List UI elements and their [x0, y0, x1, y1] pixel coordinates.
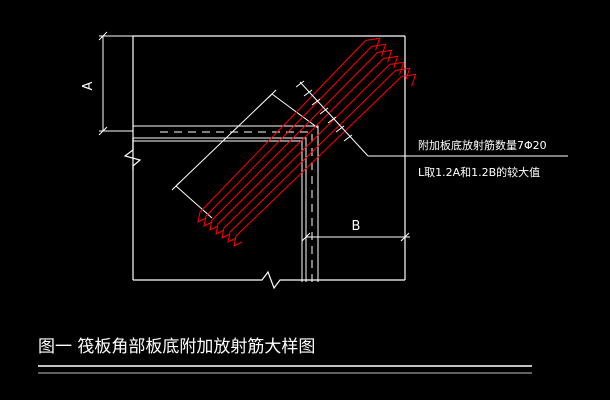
radial-rebar: [199, 40, 366, 213]
rebar-hook-bottom: [227, 231, 237, 243]
rebar-hook-bottom: [221, 227, 231, 239]
radial-rebar: [205, 46, 372, 217]
radial-rebar: [229, 70, 396, 233]
rebar-crossing-ticks: [295, 80, 353, 142]
rebar-hook-bottom: [197, 211, 207, 223]
rebar-crossing-tick: [311, 98, 321, 106]
dim-l-ext-2: [271, 93, 319, 129]
dim-l-tick-2: [267, 89, 277, 99]
radial-rebar: [217, 58, 384, 225]
dimension-b-label: B: [352, 219, 361, 234]
break-mark-left: [123, 126, 142, 170]
slab-edge-bottom: [133, 270, 405, 290]
rebar-crossing-tick: [303, 89, 313, 97]
note-line-2: L取1.2A和1.2B的较大值: [418, 165, 540, 179]
dim-b-tick-right: [400, 232, 410, 242]
rebar-hook-top: [371, 43, 387, 57]
dim-l-line: [175, 93, 273, 187]
dimension-a: [98, 31, 133, 136]
rebar-crossing-tick: [335, 125, 345, 133]
radial-rebar: [223, 64, 390, 229]
dim-l-ext-1: [175, 185, 213, 219]
rebar-crossing-tick: [319, 107, 329, 115]
beam-line-dashed: [160, 131, 313, 282]
rebar-hook-top: [365, 37, 381, 51]
beam-line-2: [133, 137, 307, 282]
radial-rebar: [211, 52, 378, 221]
rebar-hook-bottom: [233, 235, 243, 247]
radial-rebar: [235, 76, 402, 237]
beam-lines: [133, 125, 319, 282]
rebar-hook-bottom: [203, 215, 213, 227]
beam-line-1: [133, 125, 319, 282]
dim-b-tick-left: [301, 232, 311, 242]
rebar-crossing-tick: [343, 134, 353, 142]
rebar-crossing-tick: [327, 116, 337, 124]
rebar-hook-top: [395, 67, 411, 81]
slab-outline: [123, 35, 406, 290]
dimension-b: [301, 232, 410, 242]
rebar-hook-bottom: [215, 223, 225, 235]
rebar-hook-bottom: [209, 219, 219, 231]
drawing-title: 图一 筏板角部板底附加放射筋大样图: [38, 337, 315, 357]
dimension-a-label: A: [81, 81, 96, 90]
title-underline: [38, 365, 532, 374]
dim-a-tick-bottom: [98, 126, 108, 136]
rebar-crossing-tick: [295, 80, 305, 88]
dim-a-tick-top: [98, 31, 108, 41]
dim-l-tick-1: [171, 181, 181, 191]
rebar-hook-top: [383, 55, 399, 69]
rebar-hook-top: [389, 61, 405, 75]
radial-rebars: [197, 37, 417, 247]
note-line-1: 附加板底放射筋数量7Φ20: [418, 138, 547, 152]
beam-line-3: [133, 140, 303, 282]
dimension-l: [171, 89, 319, 219]
rebar-hook-top: [401, 73, 417, 87]
rebar-hook-top: [377, 49, 393, 63]
